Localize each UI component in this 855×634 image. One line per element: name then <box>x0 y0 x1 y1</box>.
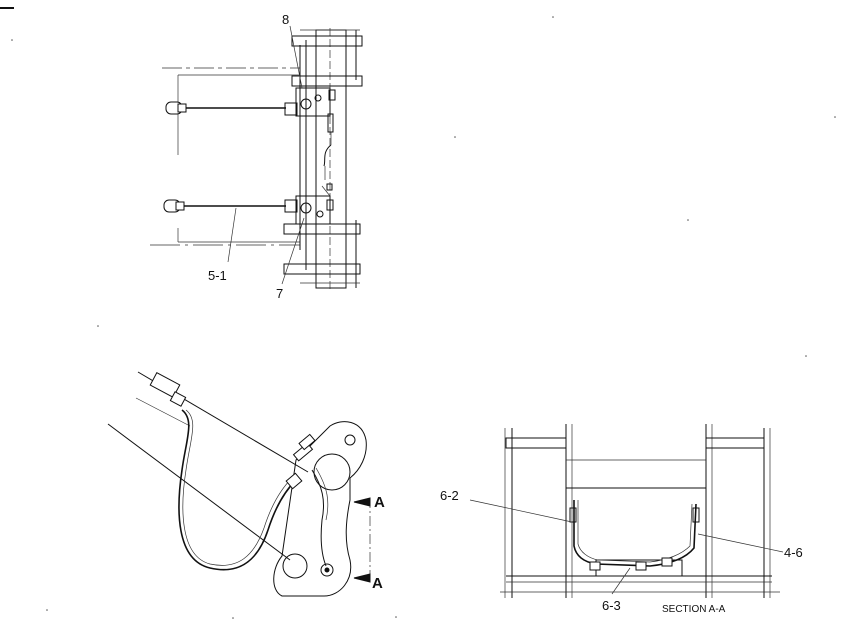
section-mark-a-top: A <box>374 494 385 511</box>
section-mark-a-bottom: A <box>372 575 383 592</box>
callout-6-3: 6-3 <box>602 598 621 613</box>
top-view <box>150 25 363 290</box>
section-a-a-view <box>469 424 784 598</box>
callout-5-1: 5-1 <box>208 268 227 283</box>
side-view <box>107 371 371 597</box>
callout-6-2: 6-2 <box>440 488 459 503</box>
scan-specks <box>11 16 836 619</box>
callout-7: 7 <box>276 286 283 301</box>
callout-4-6: 4-6 <box>784 545 803 560</box>
callout-8: 8 <box>282 12 289 27</box>
section-title: SECTION A-A <box>662 604 726 615</box>
